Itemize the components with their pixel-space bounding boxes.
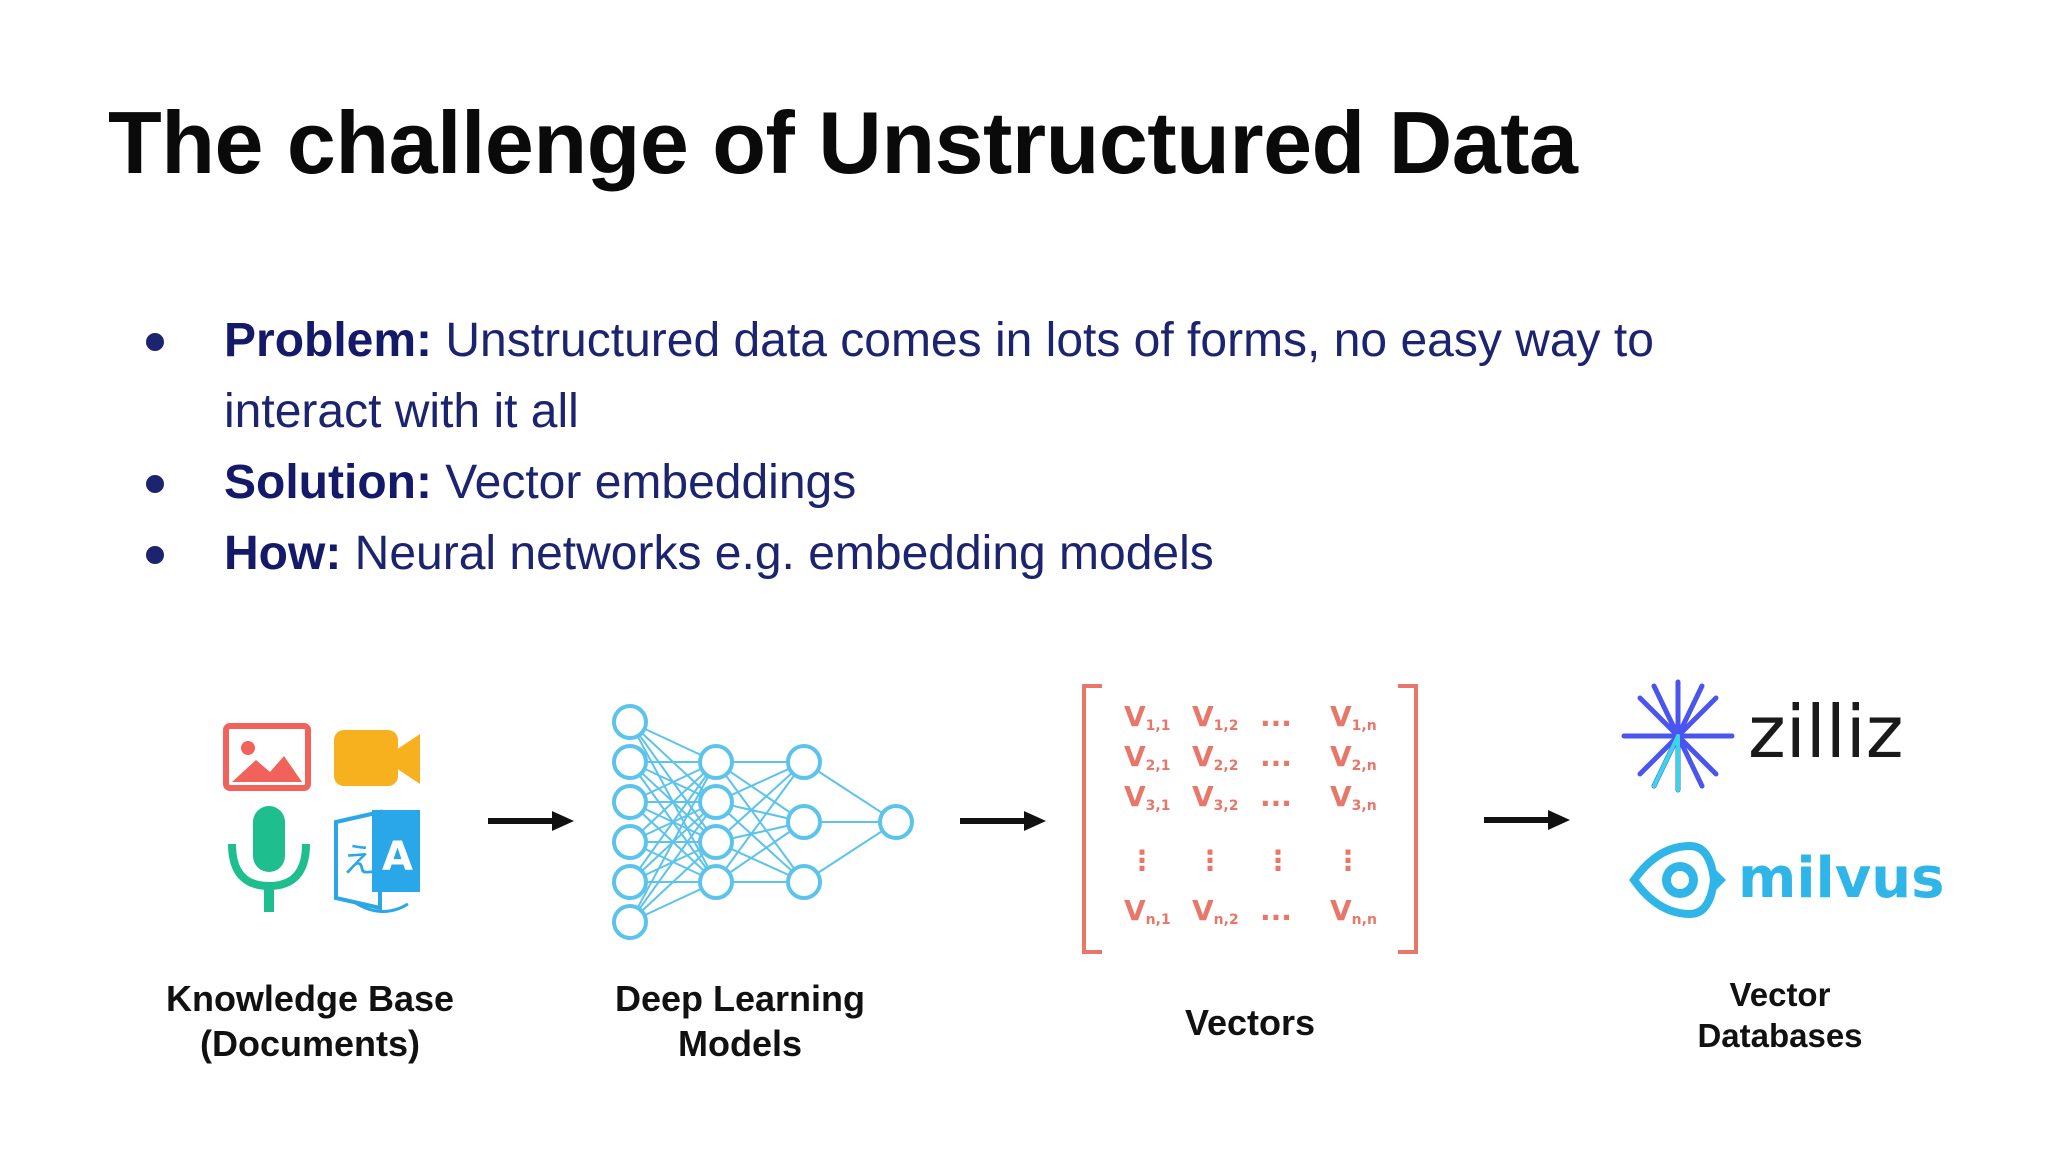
network-node [612, 824, 648, 860]
caption-knowledge-base: Knowledge Base (Documents) [150, 976, 470, 1066]
caption-vector-databases-line1: Vector [1729, 976, 1831, 1013]
network-node [698, 864, 734, 900]
matrix-cell: ... [1260, 780, 1292, 813]
matrix-cell: V3,1 [1124, 780, 1170, 814]
bullet-term-how: How: [224, 527, 342, 580]
bullet-list: Problem: Unstructured data comes in lots… [140, 305, 1740, 589]
caption-knowledge-base-line1: Knowledge Base [165, 978, 455, 1019]
network-node [612, 744, 648, 780]
matrix-cell: V1,1 [1124, 700, 1170, 734]
caption-deep-learning-line2: Models [677, 1023, 802, 1064]
milvus-wordmark: milvus [1738, 846, 1945, 911]
bullet-text-solution: Vector embeddings [431, 456, 857, 509]
matrix-cell: V2,2 [1192, 740, 1238, 774]
network-node [878, 804, 914, 840]
matrix-cell: ... [1260, 740, 1292, 773]
network-node [698, 744, 734, 780]
video-camera-icon [334, 730, 420, 786]
network-edge [803, 761, 897, 823]
bullet-dot [146, 475, 164, 493]
network-node [612, 904, 648, 940]
network-edge [629, 841, 717, 923]
network-node [698, 824, 734, 860]
milvus-logo: milvus [1628, 836, 1948, 936]
bullet-dot [146, 546, 164, 564]
bullet-term-problem: Problem: [224, 314, 433, 367]
caption-deep-learning: Deep Learning Models [590, 976, 890, 1066]
bullet-dot [146, 333, 164, 351]
matrix-cell: V3,2 [1192, 780, 1238, 814]
network-edge [629, 761, 717, 883]
slide-title: The challenge of Unstructured Data [108, 93, 1578, 192]
matrix-cell: V2,n [1330, 740, 1377, 774]
bullet-solution: Solution: Vector embeddings [140, 447, 1740, 518]
network-node [612, 864, 648, 900]
matrix-vertical-ellipsis: ⋮ [1196, 844, 1224, 877]
image-icon [223, 723, 311, 791]
matrix-cell: ... [1260, 894, 1292, 927]
network-edge [803, 821, 897, 883]
matrix-left-bracket [1082, 684, 1102, 954]
caption-vector-databases-line2: Databases [1697, 1017, 1863, 1054]
network-node [698, 784, 734, 820]
network-edge [629, 761, 717, 843]
caption-vectors-line1: Vectors [1184, 1002, 1316, 1043]
bullet-term-solution: Solution: [224, 456, 432, 509]
translate-icon: え A [334, 809, 420, 913]
knowledge-base-icons: え A [222, 720, 427, 920]
arrow-1 [488, 811, 574, 831]
matrix-cell: V2,1 [1124, 740, 1170, 774]
caption-vector-databases: Vector Databases [1650, 974, 1910, 1056]
network-node [786, 864, 822, 900]
svg-text:A: A [382, 834, 413, 880]
caption-deep-learning-line1: Deep Learning [614, 978, 866, 1019]
matrix-cell: Vn,n [1330, 894, 1377, 928]
matrix-cell: ... [1260, 700, 1292, 733]
caption-knowledge-base-line2: (Documents) [199, 1023, 420, 1064]
network-node [786, 804, 822, 840]
zilliz-wordmark: zilliz [1748, 690, 1904, 774]
microphone-icon [228, 806, 310, 912]
arrow-3 [1484, 810, 1570, 830]
matrix-vertical-ellipsis: ⋮ [1128, 844, 1156, 877]
matrix-right-bracket [1398, 684, 1418, 954]
network-node [786, 744, 822, 780]
matrix-cell: V1,2 [1192, 700, 1238, 734]
network-edge [629, 761, 717, 923]
matrix-cell: V1,n [1330, 700, 1377, 734]
milvus-eye-icon [1629, 841, 1726, 919]
matrix-cell: V3,n [1330, 780, 1377, 814]
matrix-vertical-ellipsis: ⋮ [1334, 844, 1362, 877]
network-node [612, 784, 648, 820]
network-edge [715, 801, 805, 883]
network-edge [715, 761, 805, 883]
matrix-cell: Vn,2 [1192, 894, 1239, 928]
svg-text:え: え [342, 841, 376, 881]
network-edge [629, 801, 717, 923]
matrix-vertical-ellipsis: ⋮ [1264, 844, 1292, 877]
zilliz-logo: zilliz [1618, 676, 1918, 796]
bullet-text-problem: Unstructured data comes in lots of forms… [224, 314, 1654, 438]
matrix-cell: Vn,1 [1124, 894, 1171, 928]
arrow-2 [960, 811, 1046, 831]
zilliz-star-icon [1621, 679, 1735, 793]
bullet-text-how: Neural networks e.g. embedding models [341, 527, 1214, 580]
bullet-how: How: Neural networks e.g. embedding mode… [140, 518, 1740, 589]
network-edge [715, 761, 805, 843]
network-node [612, 704, 648, 740]
bullet-problem: Problem: Unstructured data comes in lots… [140, 305, 1740, 447]
caption-vectors: Vectors [1110, 1000, 1390, 1045]
neural-network-icon [608, 700, 928, 940]
